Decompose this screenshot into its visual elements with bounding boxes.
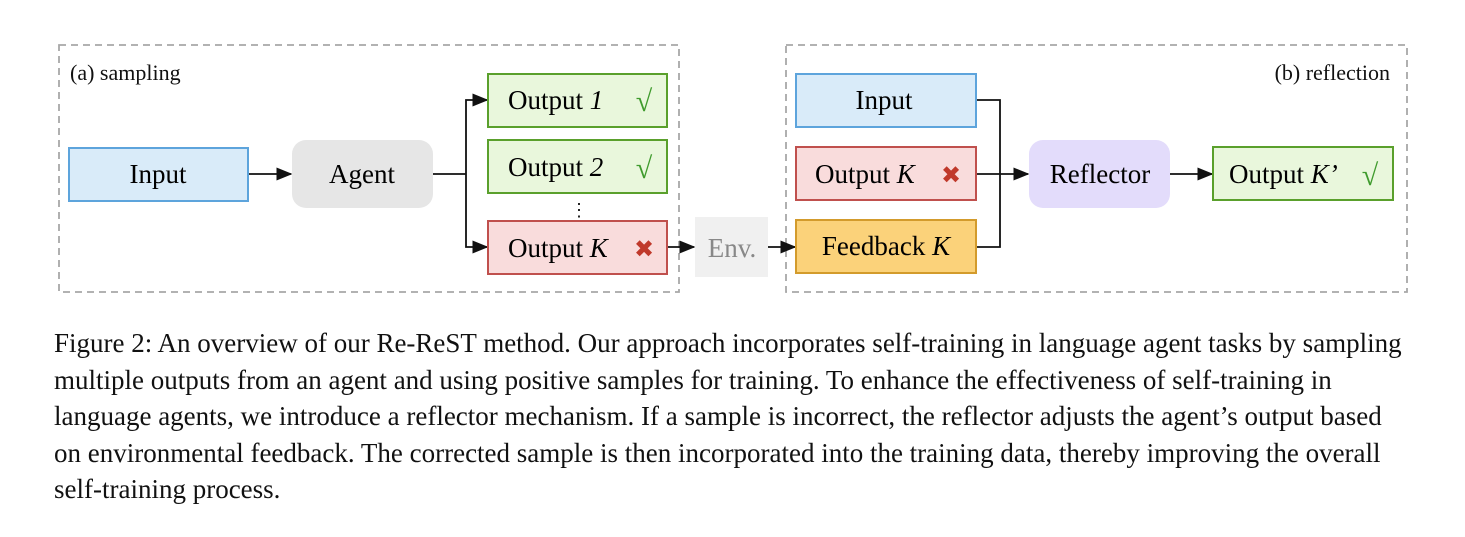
connectors xyxy=(249,93,1214,254)
panel-reflection-label: (b) reflection xyxy=(1275,60,1390,85)
node-reflector-label: Reflector xyxy=(1050,159,1150,189)
re-rest-diagram: (a) sampling (b) reflection Input Agent … xyxy=(58,44,1408,293)
node-output-k-b-prefix: Output xyxy=(815,159,897,189)
node-input-a-label: Input xyxy=(130,159,187,189)
node-input-b: Input xyxy=(795,73,977,128)
check-icon: √ xyxy=(636,85,653,118)
node-agent: Agent xyxy=(292,140,433,208)
figure-caption: Figure 2: An overview of our Re-ReST met… xyxy=(54,328,1402,504)
svg-text:Output K’: Output K’ xyxy=(1229,159,1338,189)
panel-reflection-frame xyxy=(785,44,1408,293)
node-output-2: Output 2 √ xyxy=(487,139,668,194)
node-output-2-prefix: Output xyxy=(508,152,590,182)
node-output-k: Output K ✖ xyxy=(487,220,668,275)
svg-text:Feedback K: Feedback K xyxy=(822,231,952,261)
node-feedback-k-prefix: Feedback xyxy=(822,231,932,261)
node-output-k-prime-index: K’ xyxy=(1310,159,1338,189)
panel-sampling-label: (a) sampling xyxy=(70,60,181,85)
node-output-k-b: Output K ✖ xyxy=(795,146,977,201)
svg-text:Output K: Output K xyxy=(508,233,610,263)
node-agent-label: Agent xyxy=(329,159,395,189)
node-feedback-k-index: K xyxy=(931,231,952,261)
node-output-1: Output 1 √ xyxy=(487,73,668,128)
node-output-k-index: K xyxy=(589,233,610,263)
node-env-label: Env. xyxy=(708,233,757,263)
cross-icon: ✖ xyxy=(941,163,961,189)
svg-text:Output 2: Output 2 xyxy=(508,152,603,182)
node-output-k-b-index: K xyxy=(896,159,917,189)
check-icon: √ xyxy=(636,152,653,185)
node-input-a: Input xyxy=(68,147,249,202)
node-output-1-index: 1 xyxy=(590,85,604,115)
arrow-fork-to-output-1 xyxy=(465,93,489,174)
node-output-k-prefix: Output xyxy=(508,233,590,263)
svg-text:Output 1: Output 1 xyxy=(508,85,603,115)
node-feedback-k: Feedback K xyxy=(795,219,977,274)
node-output-2-index: 2 xyxy=(590,152,604,182)
line-input-b-to-join xyxy=(976,99,1001,174)
line-feedback-to-join xyxy=(976,174,1001,248)
node-env: Env. xyxy=(695,217,768,277)
node-reflector: Reflector xyxy=(1029,140,1170,208)
svg-text:Output K: Output K xyxy=(815,159,917,189)
check-icon: √ xyxy=(1362,159,1379,192)
vertical-ellipsis: ⋮ xyxy=(570,200,588,220)
node-output-k-prime-prefix: Output xyxy=(1229,159,1311,189)
node-input-b-label: Input xyxy=(856,85,913,115)
node-output-k-prime: Output K’ √ xyxy=(1212,146,1394,201)
node-output-1-prefix: Output xyxy=(508,85,590,115)
arrow-fork-to-output-k xyxy=(465,174,489,254)
cross-icon: ✖ xyxy=(634,237,654,263)
panel-sampling-frame xyxy=(58,44,680,293)
